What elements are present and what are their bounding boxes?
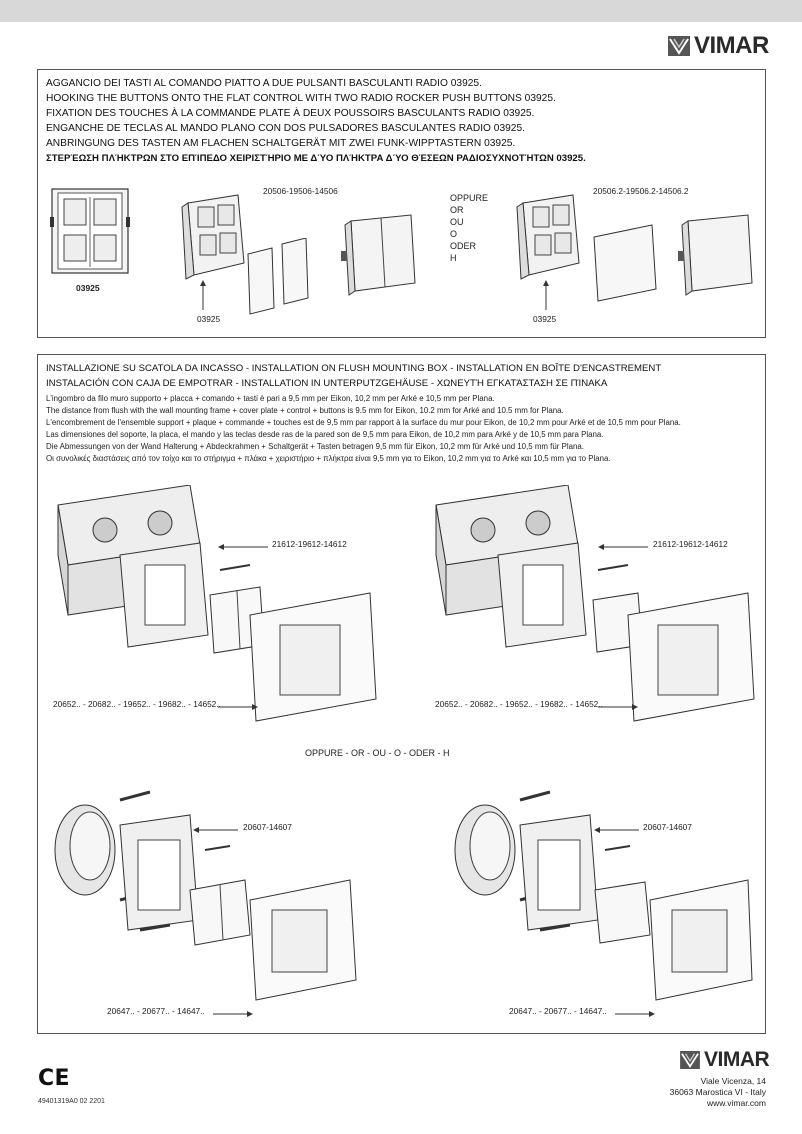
oppure-el: H — [450, 253, 457, 263]
desc-el: Οι συνολικές διαστάσεις από τον τοίχο κα… — [46, 454, 611, 463]
buttons-codes-a: 20506-19506-14506 — [263, 186, 338, 196]
doc-code: 49401319A0 02 2201 — [38, 1098, 105, 1105]
section2-title: INSTALLAZIONE SU SCATOLA DA INCASSO - IN… — [46, 361, 661, 391]
assembled-drawing-b — [678, 214, 753, 296]
oppure-line: OPPURE - OR - OU - O - ODER - H — [305, 748, 450, 758]
footer-brand-logo: VIMAR — [680, 1048, 770, 1072]
plate-codes-bottom-left: 20647.. - 20677.. - 14647.. — [107, 1006, 205, 1016]
frame-codes-bottom-right: 20607-14607 — [643, 822, 692, 832]
installation-drawing-round-box-left — [54, 790, 357, 1001]
title-line-el: ΣΤΕΡΈΩΣΗ ΠΛΉΚΤΡΩΝ ΣΤΟ ΕΠΊΠΕΔΟ ΧΕΙΡΙΣΤΉΡΙ… — [46, 153, 586, 164]
ce-mark-icon: C E — [38, 1066, 70, 1091]
arrow-label-a: 03925 — [197, 314, 221, 324]
desc-de: Die Abmessungen von der Wand Halterung +… — [46, 442, 584, 451]
frame-codes-bottom-left: 20607-14607 — [243, 822, 292, 832]
oppure-es: O — [450, 229, 458, 239]
company-address: Viale Vicenza, 14 36063 Marostica VI - I… — [670, 1076, 766, 1109]
arrow-right-icon — [213, 1011, 253, 1017]
plate-codes-right: 20652.. - 20682.. - 19652.. - 19682.. - … — [435, 699, 603, 709]
oppure-it: OPPURE — [450, 193, 489, 203]
section-flush-installation: INSTALLAZIONE SU SCATOLA DA INCASSO - IN… — [37, 354, 766, 1034]
arrow-right-icon — [615, 1011, 655, 1017]
title-line-de: ANBRINGUNG DES TASTEN AM FLACHEN SCHALTG… — [46, 138, 516, 149]
desc-en: The distance from flush with the wall mo… — [46, 406, 564, 415]
footer-brand-name: VIMAR — [704, 1048, 770, 1071]
arrow-up-icon — [200, 280, 206, 310]
arrow-label-b: 03925 — [533, 314, 557, 324]
buttons-drawing-a — [247, 238, 309, 315]
device-perspective-drawing-a — [181, 194, 245, 280]
title-line-fr: FIXATION DES TOUCHES À LA COMMANDE PLATE… — [46, 108, 535, 119]
desc-it: L'ingombro da filo muro supporto + placc… — [46, 394, 495, 403]
top-bar — [0, 0, 802, 22]
arrow-right-icon — [598, 704, 638, 710]
title-line-it: AGGANCIO DEI TASTI AL COMANDO PIATTO A D… — [46, 78, 482, 89]
address-website[interactable]: www.vimar.com — [706, 1098, 766, 1108]
oppure-en: OR — [450, 205, 464, 215]
installation-drawing-rect-box-left — [57, 485, 377, 722]
section2-description: L'ingombro da filo muro supporto + placc… — [46, 393, 681, 465]
frame-codes-left: 21612-19612-14612 — [272, 539, 347, 549]
vimar-logo-icon — [668, 36, 690, 56]
title2-line1: INSTALLAZIONE SU SCATOLA DA INCASSO - IN… — [46, 363, 662, 374]
title-line-en: HOOKING THE BUTTONS ONTO THE FLAT CONTRO… — [46, 93, 556, 104]
oppure-de: ODER — [450, 241, 477, 251]
arrow-up-icon — [543, 280, 549, 310]
desc-es: Las dimensiones del soporte, la placa, e… — [46, 430, 604, 439]
vimar-logo-icon — [680, 1051, 700, 1069]
arrow-left-icon — [598, 544, 648, 550]
assembled-drawing-a — [341, 214, 416, 296]
buttons-codes-b: 20506.2-19506.2-14506.2 — [593, 186, 689, 196]
section1-title: AGGANCIO DEI TASTI AL COMANDO PIATTO A D… — [46, 76, 586, 166]
installation-drawing-round-box-right — [454, 790, 753, 1001]
title-line-es: ENGANCHE DE TECLAS AL MANDO PLANO CON DO… — [46, 123, 525, 134]
oppure-fr: OU — [450, 217, 464, 227]
device-front-drawing — [50, 188, 130, 274]
arrow-right-icon — [218, 704, 258, 710]
frame-codes-right: 21612-19612-14612 — [653, 539, 728, 549]
single-button-drawing-b — [593, 224, 657, 302]
device-label: 03925 — [76, 283, 100, 293]
section-hooking-buttons: AGGANCIO DEI TASTI AL COMANDO PIATTO A D… — [37, 69, 766, 338]
brand-logo: VIMAR — [668, 32, 769, 60]
device-perspective-drawing-b — [516, 194, 580, 280]
desc-fr: L'encombrement de l'ensemble support + p… — [46, 418, 681, 427]
plate-codes-bottom-right: 20647.. - 20677.. - 14647.. — [509, 1006, 607, 1016]
brand-name: VIMAR — [694, 32, 769, 59]
arrow-left-icon — [594, 827, 639, 833]
arrow-left-icon — [193, 827, 238, 833]
address-street: Viale Vicenza, 14 — [700, 1076, 766, 1086]
oppure-list: OPPURE OR OU O ODER H — [450, 192, 488, 264]
plate-codes-left: 20652.. - 20682.. - 19652.. - 19682.. - … — [53, 699, 221, 709]
arrow-left-icon — [218, 544, 268, 550]
installation-drawing-rect-box-right — [435, 485, 755, 722]
address-city: 36063 Marostica VI - Italy — [669, 1087, 766, 1097]
title2-line2: INSTALACIÓN CON CAJA DE EMPOTRAR - INSTA… — [46, 378, 608, 389]
